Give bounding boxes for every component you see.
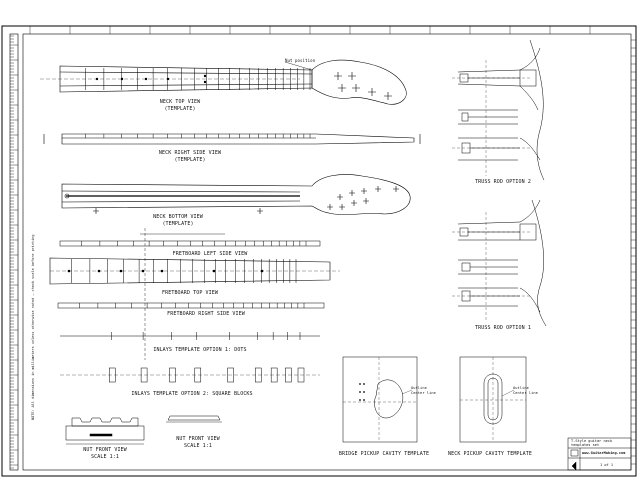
left-ruler [9,33,19,471]
title-block-sheet: 1 of 1 [600,463,613,467]
title-block-line2: templates set [571,443,600,447]
nut-front-view-scale: SCALE 1:1 [91,454,119,460]
nut-position-callout: Nut position [285,58,316,63]
inlay-block [140,367,148,383]
neck-top-view [40,59,407,105]
neck-side-view-title: NECK RIGHT SIDE VIEW [158,150,222,156]
inlays-blocks-template [60,367,320,383]
title-block [567,437,632,471]
bridge-pickup-outline-callout: Outline [411,386,427,390]
inlay-block [270,367,278,383]
neck-pickup-centerline-callout: Center line [513,391,538,395]
fretboard-left-side [59,228,321,360]
fretboard-left-side-title: FRETBOARD LEFT SIDE VIEW [172,251,248,257]
truss-rod-option-2-title: TRUSS ROD OPTION 2 [475,179,531,185]
nut-front-view-2-title: NUT FRONT VIEW [176,436,220,442]
neck-pickup-template-title: NECK PICKUP CAVITY TEMPLATE [448,451,532,457]
neck-top-view-title: NECK TOP VIEW [159,99,201,105]
neck-side-view-sub: (TEMPLATE) [174,157,206,163]
bridge-pickup-template [342,356,418,443]
nut-front-view-2-scale: SCALE 1:1 [184,443,212,449]
inlay-block [194,367,202,383]
neck-side-view [43,133,421,145]
nut-front-view-left [65,417,145,445]
truss-rod-option-1-title: TRUSS ROD OPTION 1 [475,325,531,331]
fretboard-right-side-title: FRETBOARD RIGHT SIDE VIEW [167,311,245,317]
inlay-block [169,367,176,383]
neck-bottom-view-sub: (TEMPLATE) [162,221,194,227]
neck-pickup-outline-callout: Outline [513,386,529,390]
neck-top-view-sub: (TEMPLATE) [164,106,196,112]
top-border-ticks [29,26,591,34]
fretboard-top-view-title: FRETBOARD TOP VIEW [162,290,218,296]
neck-pickup-template [459,356,527,443]
fretboard-top-view [49,257,340,285]
nut-front-view-right [166,415,222,423]
inlays-dots-title: INLAYS TEMPLATE OPTION 1: DOTS [153,347,247,353]
truss-rod-option-1 [452,199,547,327]
inlays-blocks-title: INLAYS TEMPLATE OPTION 2: SQUARE BLOCKS [131,391,253,397]
inlay-block [108,367,116,383]
side-note: NOTE: All dimensions in millimeters unle… [31,234,35,420]
right-border-ticks [631,39,636,465]
inlay-block [297,367,305,383]
truss-rod-option-2 [452,39,545,181]
nut-front-view-title: NUT FRONT VIEW [83,447,127,453]
neck-bottom-view [61,174,411,215]
inlay-block [254,367,262,383]
title-block-line1: T-Style guitar neck [571,439,613,443]
fretboard-right-side [57,302,325,309]
bridge-pickup-centerline-callout: Center line [411,391,436,395]
inlay-block [285,367,292,383]
inlays-dots-template [60,332,320,340]
neck-bottom-view-title: NECK BOTTOM VIEW [153,214,203,220]
title-block-brand: www.GuitarMaking.com [582,451,626,455]
bridge-pickup-template-title: BRIDGE PICKUP CAVITY TEMPLATE [338,451,430,457]
inlay-block [227,367,234,383]
